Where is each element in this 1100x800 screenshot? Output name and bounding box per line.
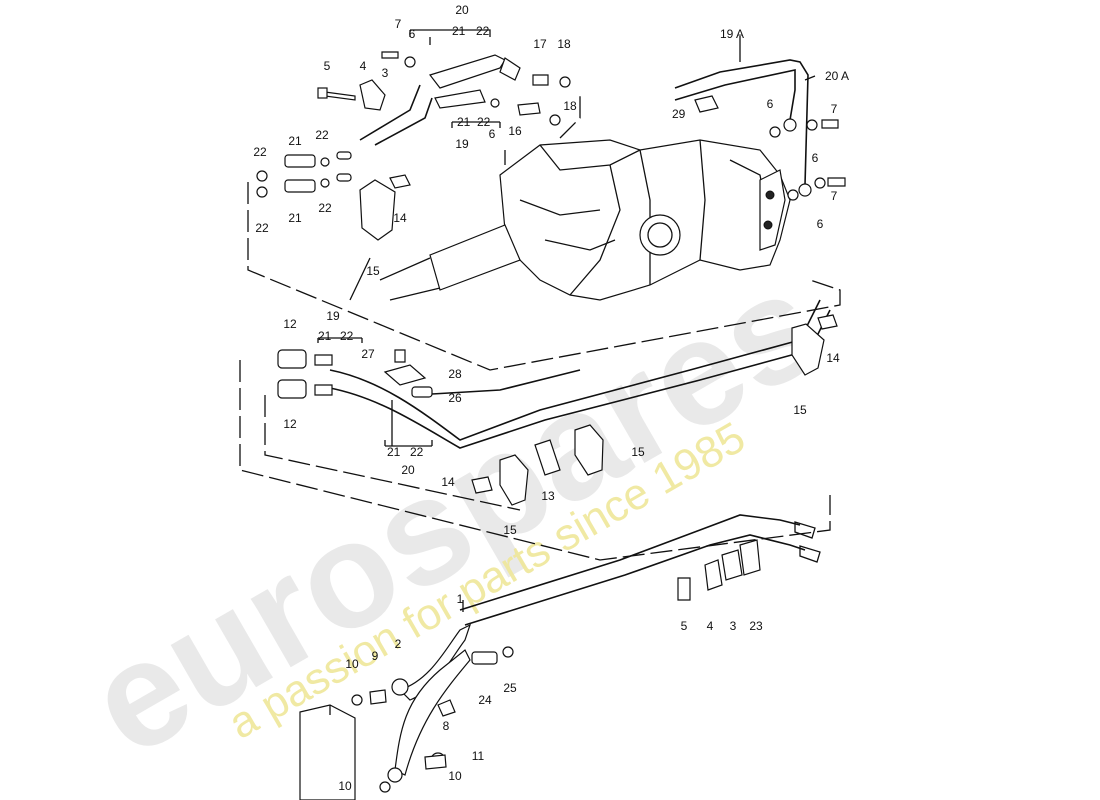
label-25: 25 bbox=[503, 681, 517, 695]
label-6-right-a: 6 bbox=[767, 97, 774, 111]
label-21-bottom: 21 bbox=[387, 445, 401, 459]
label-14-lower: 14 bbox=[441, 475, 455, 489]
label-3-bottom: 3 bbox=[730, 619, 737, 633]
label-2: 2 bbox=[395, 637, 402, 651]
label-4-bottom: 4 bbox=[707, 619, 714, 633]
label-6-right-b: 6 bbox=[812, 151, 819, 165]
label-21-top: 21 bbox=[452, 24, 466, 38]
cooler-pipes-lower bbox=[459, 514, 821, 626]
label-19-top: 19 bbox=[455, 137, 469, 151]
label-21-mid: 21 bbox=[457, 115, 471, 129]
label-15-lower-right: 15 bbox=[631, 445, 645, 459]
label-27: 27 bbox=[361, 347, 375, 361]
label-20a: 20 A bbox=[825, 69, 849, 83]
label-9: 9 bbox=[372, 649, 379, 663]
watermark: eurospares a passion for parts since 198… bbox=[62, 238, 846, 788]
label-6-right-c: 6 bbox=[817, 217, 824, 231]
label-15-lower-left: 15 bbox=[503, 523, 517, 537]
label-6-mid: 6 bbox=[489, 127, 496, 141]
label-22-mid-b: 22 bbox=[340, 329, 354, 343]
label-22-left-b: 22 bbox=[253, 145, 267, 159]
label-12-bottom: 12 bbox=[283, 417, 297, 431]
cooler-pipes-middle bbox=[329, 299, 831, 449]
label-18-lower: 18 bbox=[563, 99, 577, 113]
dashed-routing-outline bbox=[239, 95, 841, 561]
label-10-bottom: 10 bbox=[338, 779, 352, 793]
label-19-mid: 19 bbox=[326, 309, 340, 323]
fittings bbox=[256, 51, 846, 793]
label-21-left-b: 21 bbox=[288, 211, 302, 225]
label-22-left-c: 22 bbox=[318, 201, 332, 215]
label-20-top: 20 bbox=[455, 3, 469, 17]
label-5-top: 5 bbox=[324, 59, 331, 73]
label-28: 28 bbox=[448, 367, 462, 381]
label-4-top: 4 bbox=[360, 59, 367, 73]
label-17: 17 bbox=[533, 37, 547, 51]
flexible-hoses-upper bbox=[359, 54, 521, 146]
oil-cooler-body bbox=[299, 704, 356, 800]
clamp-15-right bbox=[791, 323, 825, 376]
label-7-right-b: 7 bbox=[831, 189, 838, 203]
label-18-top: 18 bbox=[557, 37, 571, 51]
hose-clamps bbox=[359, 179, 825, 506]
label-16: 16 bbox=[508, 124, 522, 138]
label-20-bottom: 20 bbox=[401, 463, 415, 477]
label-14-right: 14 bbox=[826, 351, 840, 365]
label-14-top: 14 bbox=[393, 211, 407, 225]
label-1: 1 bbox=[457, 592, 464, 606]
transmission-housing bbox=[379, 139, 791, 301]
label-22-bottom: 22 bbox=[410, 445, 424, 459]
label-12-top: 12 bbox=[283, 317, 297, 331]
pipes-19a-20a bbox=[674, 59, 812, 197]
label-21-mid-b: 21 bbox=[318, 329, 332, 343]
label-15-top: 15 bbox=[366, 264, 380, 278]
label-7-top: 7 bbox=[395, 17, 402, 31]
clamp-15-upper bbox=[359, 179, 396, 241]
label-29: 29 bbox=[672, 107, 686, 121]
watermark-brand: eurospares bbox=[62, 238, 846, 788]
label-22-mid: 22 bbox=[477, 115, 491, 129]
label-10-top: 10 bbox=[345, 657, 359, 671]
label-22-left-d: 22 bbox=[255, 221, 269, 235]
label-22-left-a: 22 bbox=[315, 128, 329, 142]
label-19a: 19 A bbox=[720, 27, 744, 41]
label-15-right: 15 bbox=[793, 403, 807, 417]
label-3-top: 3 bbox=[382, 66, 389, 80]
label-24: 24 bbox=[478, 693, 492, 707]
label-10-right: 10 bbox=[448, 769, 462, 783]
label-22-top: 22 bbox=[476, 24, 490, 38]
label-26: 26 bbox=[448, 391, 462, 405]
label-8: 8 bbox=[443, 719, 450, 733]
label-23: 23 bbox=[749, 619, 763, 633]
leader-lines bbox=[317, 29, 816, 612]
label-6-top: 6 bbox=[409, 27, 416, 41]
label-7-right-a: 7 bbox=[831, 102, 838, 116]
clamp-15-lower-right bbox=[574, 424, 604, 476]
part-labels: 7 6 20 21 22 17 18 19 A 20 A 5 4 3 29 6 … bbox=[253, 3, 849, 793]
label-5-bottom: 5 bbox=[681, 619, 688, 633]
label-11: 11 bbox=[472, 749, 485, 763]
label-21-left-a: 21 bbox=[288, 134, 302, 148]
label-13: 13 bbox=[541, 489, 555, 503]
clamp-15-lower-left bbox=[499, 454, 529, 506]
